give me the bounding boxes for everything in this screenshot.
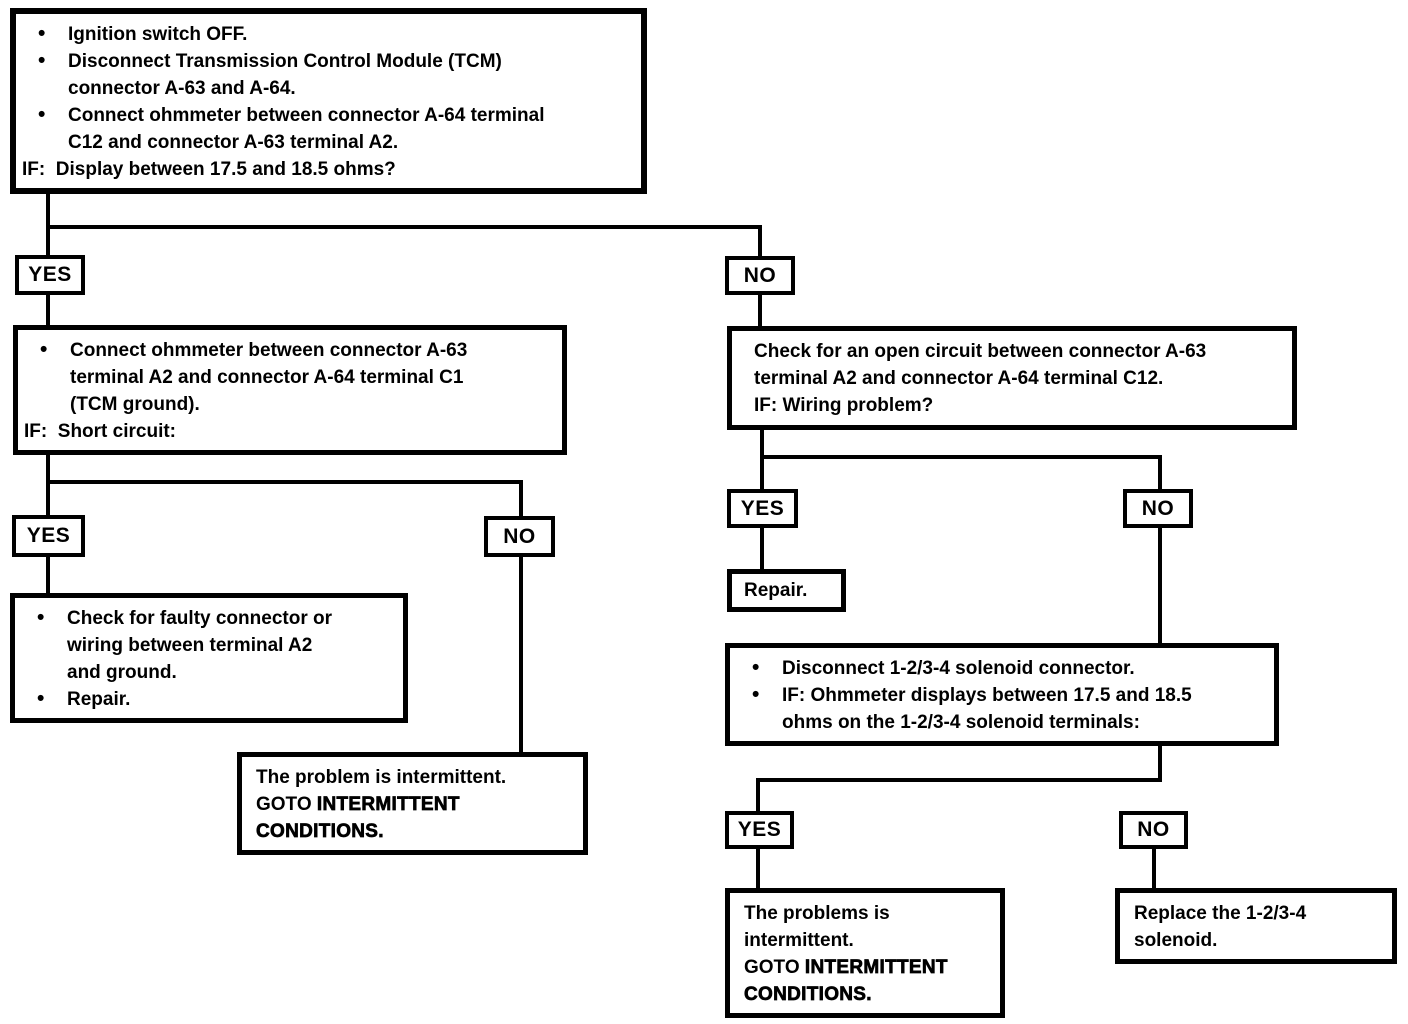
connector-line — [758, 295, 762, 326]
step-text: Connect ohmmeter between connector A-63 … — [70, 340, 468, 415]
yes-label: YES — [737, 818, 782, 841]
step-text: Repair. — [67, 689, 131, 710]
condition-text: IF: Wiring problem? — [754, 395, 934, 416]
condition-text: IF: Display between 17.5 and 18.5 ohms? — [22, 159, 396, 180]
open-circuit-check-box: Check for an open circuit between connec… — [727, 326, 1297, 430]
start-box: Ignition switch OFF. Disconnect Transmis… — [10, 8, 647, 194]
no-label: NO — [1137, 818, 1170, 841]
result-text: The problem is intermittent. — [256, 767, 507, 788]
connector-line — [46, 455, 50, 515]
connector-line — [758, 225, 762, 256]
connector-line — [46, 225, 762, 229]
yes-label: YES — [28, 263, 72, 286]
result-text: Replace the 1-2/3-4 solenoid. — [1134, 903, 1307, 951]
result-text: The problems is intermittent. — [744, 903, 890, 951]
no-badge-level1: NO — [725, 256, 795, 295]
step-text: Connect ohmmeter between connector A-64 … — [68, 105, 545, 153]
step-text: Disconnect Transmission Control Module (… — [68, 51, 502, 99]
connector-line — [1158, 740, 1162, 782]
connector-line — [756, 778, 760, 811]
connector-line — [519, 480, 523, 516]
condition-text: IF: Short circuit: — [24, 421, 176, 442]
connector-line — [46, 557, 50, 593]
intermittent-left-box: The problem is intermittent. GOTO INTERM… — [237, 752, 588, 855]
yes-label: YES — [740, 496, 785, 520]
yes-label: YES — [26, 524, 71, 547]
repair-box: Repair. — [727, 569, 846, 612]
yes-badge-level1: YES — [15, 255, 85, 295]
connector-line — [1152, 849, 1156, 888]
step-text: Disconnect 1-2/3-4 solenoid connector. — [782, 658, 1135, 679]
step-text: Check for faulty connector or wiring bet… — [67, 608, 332, 683]
yes-badge-bottom: YES — [725, 811, 794, 849]
solenoid-test-box: Disconnect 1-2/3-4 solenoid connector. I… — [725, 643, 1279, 746]
condition-text: IF: Ohmmeter displays between 17.5 and 1… — [782, 685, 1192, 733]
goto-target-text: INTERMITTENT CONDITIONS. — [256, 794, 460, 843]
connector-line — [760, 528, 764, 569]
connector-line — [519, 557, 523, 752]
short-circuit-test-box: Connect ohmmeter between connector A-63 … — [13, 325, 567, 455]
goto-text: GOTO — [256, 794, 317, 815]
connector-line — [46, 190, 50, 255]
no-badge-right: NO — [1123, 489, 1193, 528]
step-text: Check for an open circuit between connec… — [754, 341, 1207, 389]
no-label: NO — [503, 524, 536, 548]
step-text: Ignition switch OFF. — [68, 24, 248, 45]
faulty-connector-box: Check for faulty connector or wiring bet… — [10, 593, 408, 723]
no-label: NO — [743, 263, 777, 287]
connector-line — [756, 778, 1162, 782]
no-badge-bottom: NO — [1119, 811, 1188, 849]
connector-line — [760, 430, 764, 489]
no-label: NO — [1141, 496, 1175, 520]
connector-line — [46, 480, 523, 484]
replace-solenoid-box: Replace the 1-2/3-4 solenoid. — [1115, 888, 1397, 964]
connector-line — [1158, 455, 1162, 489]
no-badge-left: NO — [484, 516, 555, 557]
intermittent-right-box: The problems is intermittent. GOTO INTER… — [725, 888, 1005, 1018]
connector-line — [756, 849, 760, 888]
goto-text: GOTO — [744, 957, 805, 978]
yes-badge-right: YES — [727, 489, 798, 528]
goto-target-text: INTERMITTENT CONDITIONS. — [744, 957, 948, 1006]
connector-line — [46, 295, 50, 325]
yes-badge-left: YES — [12, 515, 85, 557]
connector-line — [1158, 528, 1162, 643]
connector-line — [760, 455, 1162, 459]
result-text: Repair. — [744, 580, 808, 601]
